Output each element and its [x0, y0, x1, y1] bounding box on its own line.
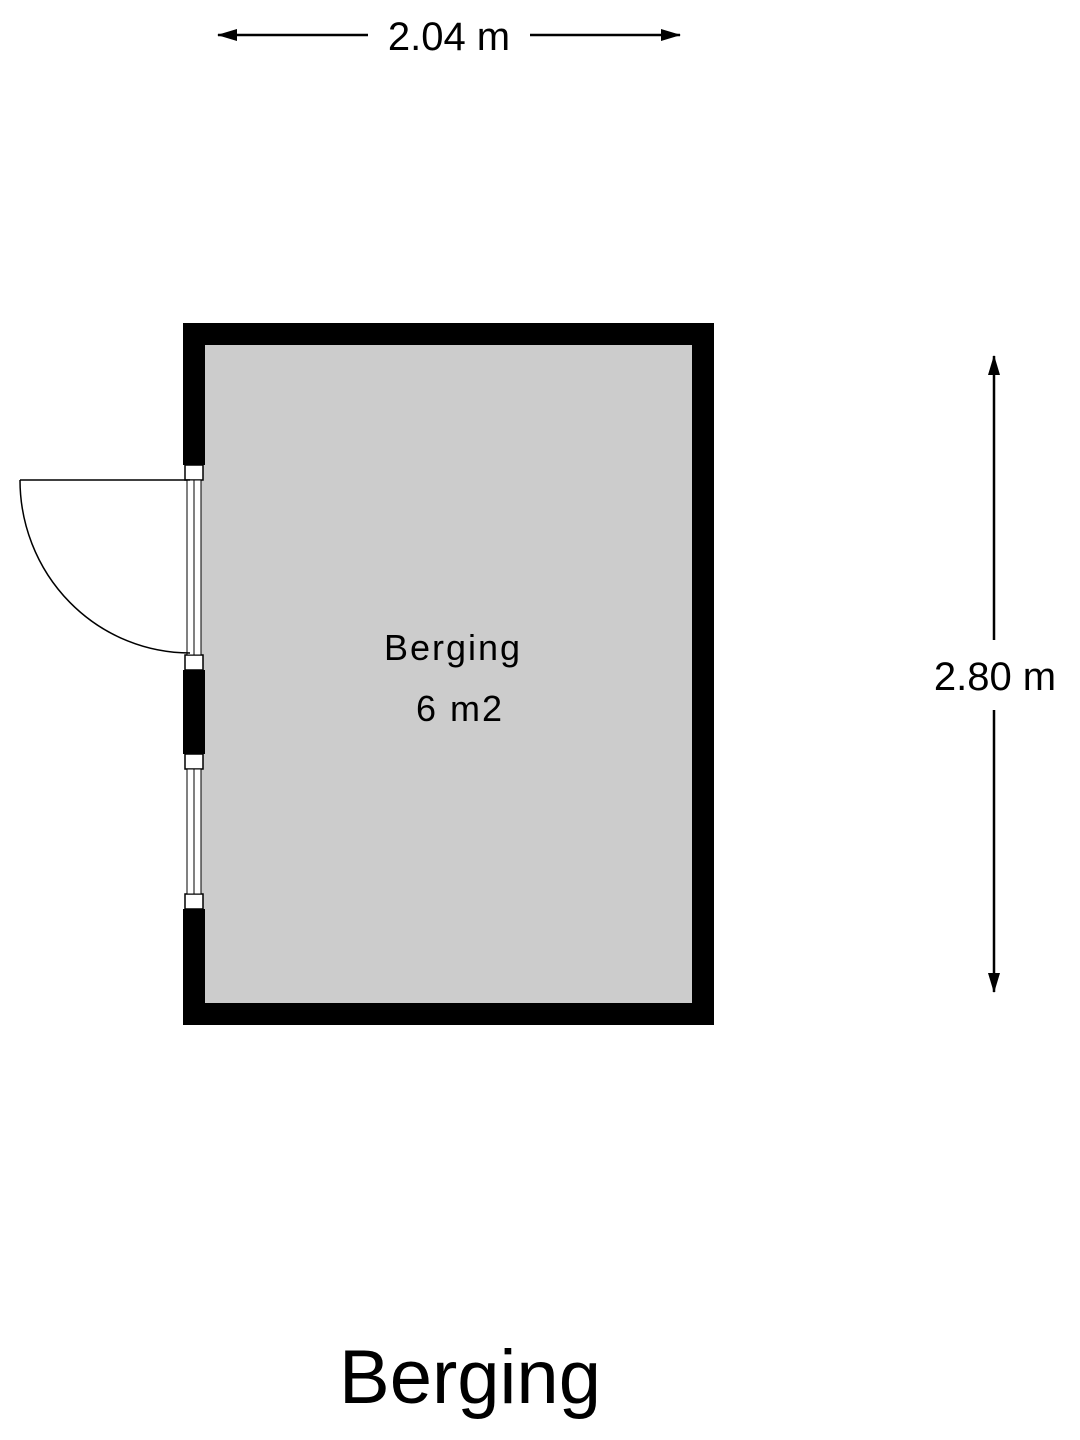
- plan-title: Berging: [339, 1335, 601, 1420]
- room-name: Berging: [384, 627, 522, 668]
- door-jamb-top: [184, 464, 204, 481]
- door: [19, 464, 204, 671]
- wall-right: [692, 323, 714, 1025]
- wall-bottom: [183, 1003, 714, 1025]
- width-dimension-label: 2.04 m: [388, 15, 510, 59]
- height-dimension-label: 2.80 m: [934, 655, 1056, 699]
- door-jamb-bottom: [184, 654, 204, 671]
- room-floor: [194, 334, 702, 1014]
- wall-left-lower: [183, 909, 205, 1025]
- wall-left-upper: [183, 323, 205, 465]
- wall-top: [183, 323, 714, 345]
- window-jamb-top: [184, 753, 204, 770]
- width-dimension: 2.04 m: [217, 15, 681, 59]
- height-dimension: 2.80 m: [934, 355, 1056, 993]
- window: [184, 753, 204, 910]
- walls: [183, 323, 714, 1025]
- door-swing-arc: [19, 479, 191, 654]
- wall-left-middle: [183, 670, 205, 754]
- room-area: 6 m2: [416, 688, 504, 729]
- window-jamb-bottom: [184, 893, 204, 910]
